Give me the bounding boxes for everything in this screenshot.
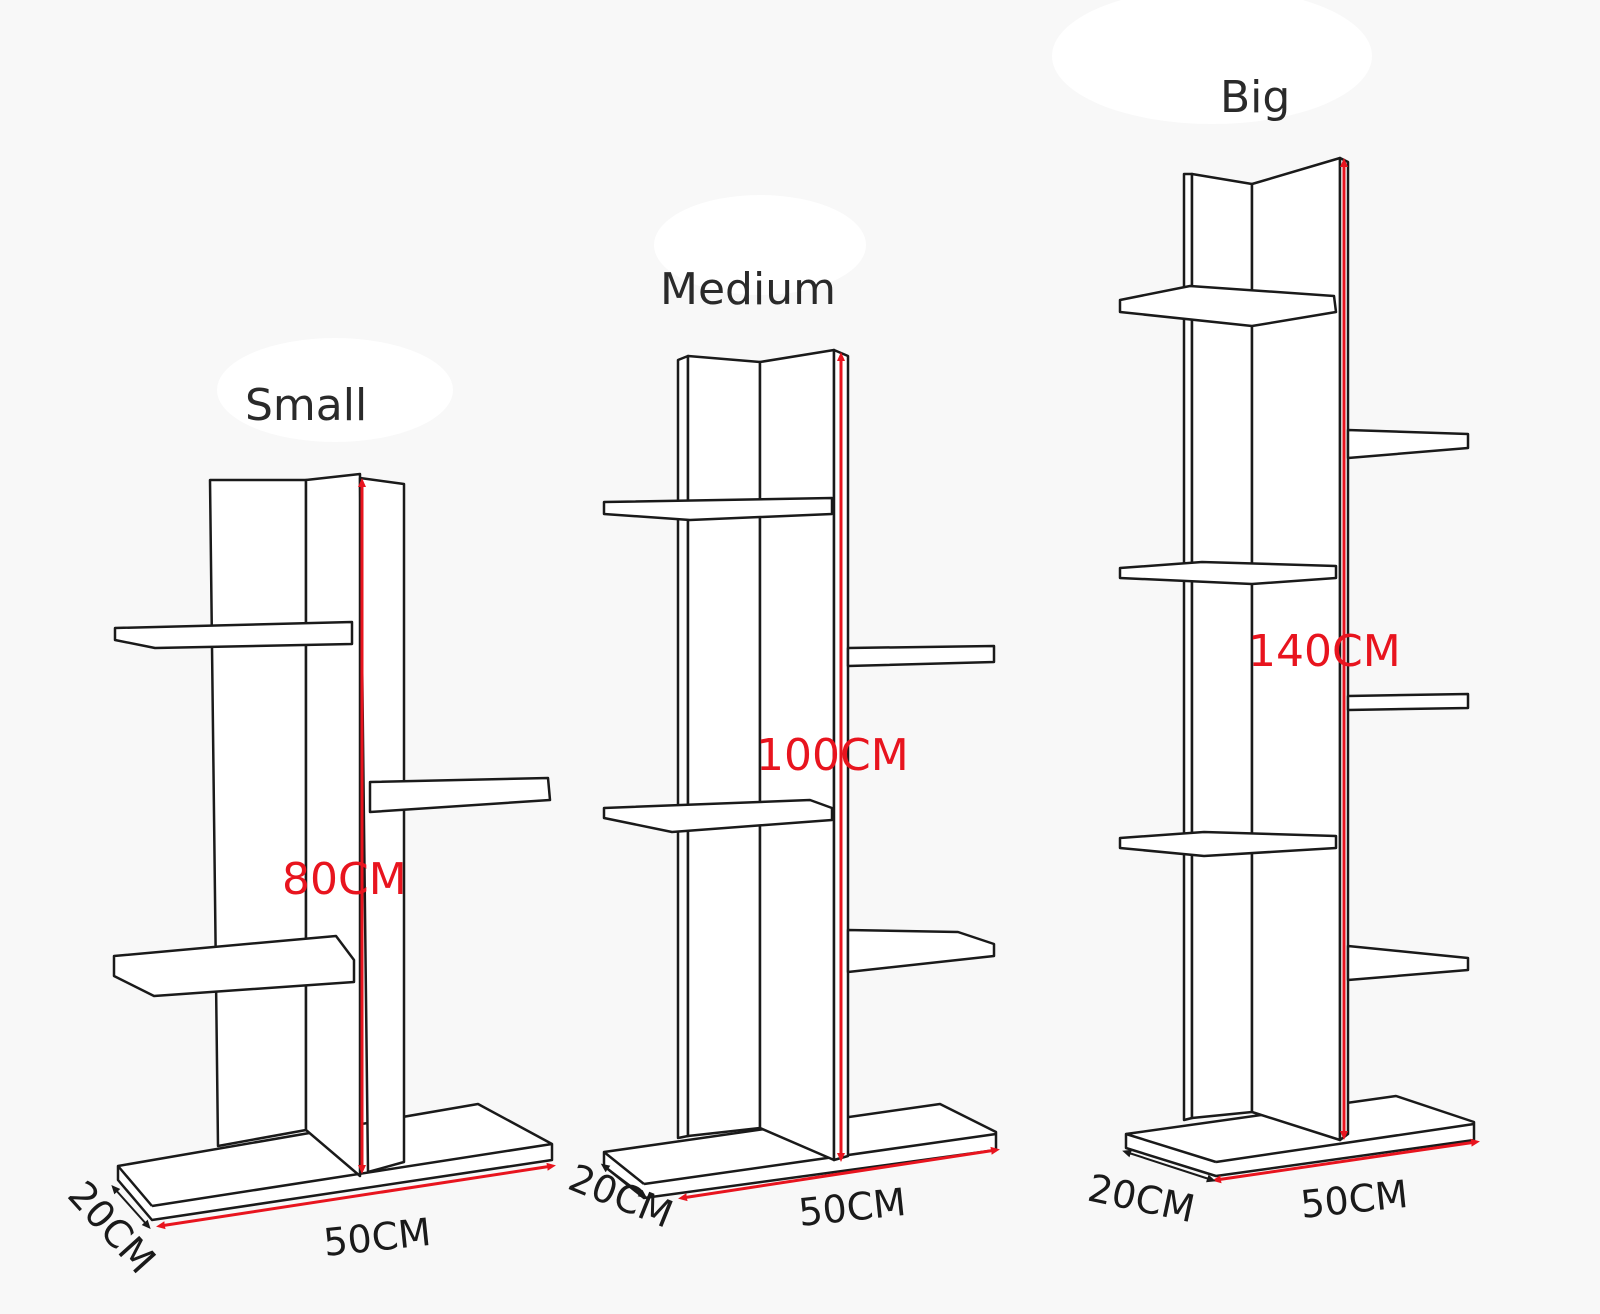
shelf-big-board xyxy=(1346,428,1470,460)
label-highlight xyxy=(1052,0,1372,124)
depth-dimension-line xyxy=(111,1185,151,1229)
shelf-small-left-panel xyxy=(208,478,308,1148)
shelf-big-label: Big xyxy=(1220,72,1290,123)
shelf-small: Small 80CM 50CM 20CM xyxy=(59,338,556,1282)
shelf-big-board xyxy=(1346,944,1470,982)
shelf-small-board xyxy=(368,776,552,814)
height-label: 100CM xyxy=(756,730,909,781)
shelf-medium: Medium 100CM 50CM 20CM xyxy=(563,195,1000,1237)
label-highlight xyxy=(217,338,453,442)
shelf-small-board xyxy=(113,620,354,650)
width-dimension-line xyxy=(156,1162,556,1230)
width-label: 50CM xyxy=(1298,1172,1410,1227)
shelf-medium-board xyxy=(846,928,996,974)
shelf-medium-board xyxy=(602,496,834,522)
shelf-big-board xyxy=(1118,830,1338,858)
shelf-small-label: Small xyxy=(245,380,367,431)
shelf-medium-left-panel xyxy=(676,354,690,1140)
depth-dimension-line xyxy=(1122,1149,1216,1183)
shelf-big-board xyxy=(1118,284,1338,328)
width-dimension-line xyxy=(678,1146,1000,1202)
depth-label: 20CM xyxy=(1084,1166,1198,1231)
height-label: 140CM xyxy=(1248,626,1401,677)
shelf-medium-board xyxy=(602,798,834,834)
width-dimension-line xyxy=(1212,1138,1480,1184)
shelf-big-board xyxy=(1118,560,1338,586)
shelf-small-back-panel xyxy=(304,472,362,1178)
shelf-big: Big 140CM 50CM 20CM xyxy=(1052,0,1480,1231)
shelf-small-board xyxy=(112,934,356,998)
shelf-medium-side-panel xyxy=(686,354,762,1138)
shelf-medium-label: Medium xyxy=(660,264,836,315)
shelf-big-board xyxy=(1346,692,1470,712)
width-label: 50CM xyxy=(321,1210,433,1265)
shelf-small-right-panel xyxy=(358,476,406,1174)
label-highlight xyxy=(654,195,866,295)
shelf-medium-board xyxy=(846,644,996,668)
height-label: 80CM xyxy=(282,854,407,905)
depth-dimension-line xyxy=(600,1163,648,1199)
width-label: 50CM xyxy=(796,1180,908,1235)
